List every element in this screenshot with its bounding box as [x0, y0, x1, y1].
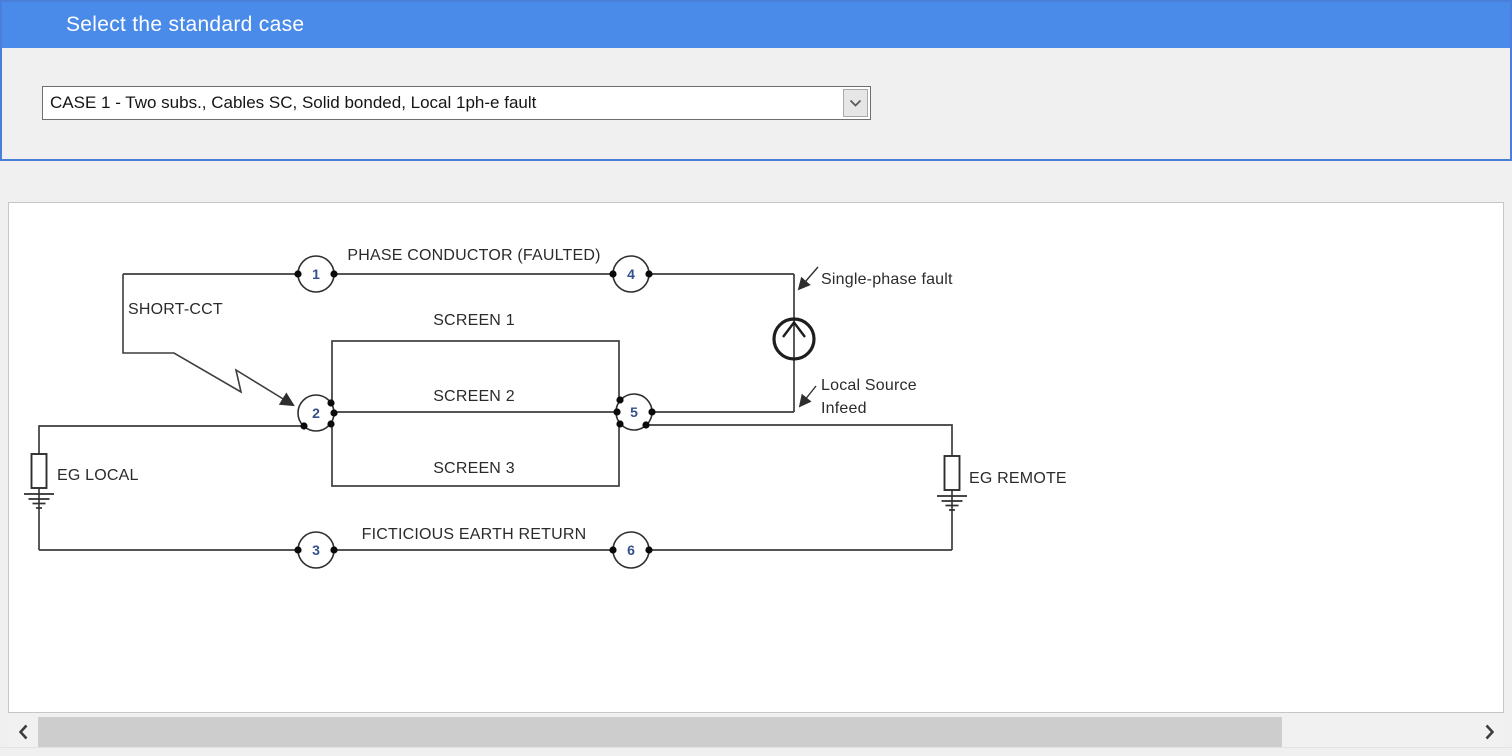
chevron-right-icon: [1485, 724, 1494, 740]
horizontal-scrollbar[interactable]: [8, 717, 1504, 747]
combobox-dropdown-button[interactable]: [843, 89, 868, 117]
label-eg-remote: EG REMOTE: [969, 470, 1067, 487]
circuit-diagram: 1 2 3 4 5 6 PHASE CONDUCTOR (FAULTED) SH…: [24, 247, 1067, 569]
scroll-left-button[interactable]: [8, 717, 38, 747]
eg-local-resistor-icon: [30, 453, 48, 489]
node-label-1: 1: [312, 266, 320, 282]
scroll-right-button[interactable]: [1474, 717, 1504, 747]
panel-header: Select the standard case: [2, 2, 1510, 48]
short-cct-arrow-icon: [122, 274, 295, 407]
label-local-source-line2: Infeed: [821, 400, 867, 417]
chevron-down-icon: [849, 99, 862, 107]
local-source-infeed-arrow-icon: [798, 385, 817, 408]
label-screen-2: SCREEN 2: [433, 388, 515, 405]
scrollbar-thumb[interactable]: [38, 717, 1282, 747]
current-source-icon: [772, 317, 816, 361]
panel-title: Select the standard case: [66, 13, 305, 36]
node-label-6: 6: [627, 542, 635, 558]
label-earth-return: FICTICIOUS EARTH RETURN: [362, 526, 587, 543]
eg-remote-ground-icon: [937, 495, 967, 511]
connection-dots: [294, 270, 656, 554]
label-screen-1: SCREEN 1: [433, 312, 515, 329]
standard-case-combobox[interactable]: CASE 1 - Two subs., Cables SC, Solid bon…: [42, 86, 871, 120]
label-single-phase-fault: Single-phase fault: [821, 271, 953, 288]
single-phase-fault-arrow-icon: [797, 266, 819, 291]
label-eg-local: EG LOCAL: [57, 467, 139, 484]
node-label-2: 2: [312, 405, 320, 421]
label-phase-conductor: PHASE CONDUCTOR (FAULTED): [347, 247, 600, 264]
label-screen-3: SCREEN 3: [433, 460, 515, 477]
node-label-4: 4: [627, 266, 635, 282]
circuit-diagram-panel: 1 2 3 4 5 6 PHASE CONDUCTOR (FAULTED) SH…: [8, 202, 1504, 713]
label-local-source-line1: Local Source: [821, 377, 917, 394]
label-short-cct: SHORT-CCT: [128, 301, 223, 318]
eg-remote-resistor-icon: [943, 455, 961, 491]
eg-local-ground-icon: [24, 493, 54, 509]
wire-eg-remote-top: [646, 424, 953, 456]
wire-eg-local-top: [38, 425, 304, 454]
node-label-3: 3: [312, 542, 320, 558]
combobox-selected-value: CASE 1 - Two subs., Cables SC, Solid bon…: [50, 93, 537, 112]
case-selection-panel: Select the standard case CASE 1 - Two su…: [0, 0, 1512, 161]
bottom-strip: [0, 747, 1512, 756]
chevron-left-icon: [18, 724, 27, 740]
node-label-5: 5: [630, 404, 638, 420]
